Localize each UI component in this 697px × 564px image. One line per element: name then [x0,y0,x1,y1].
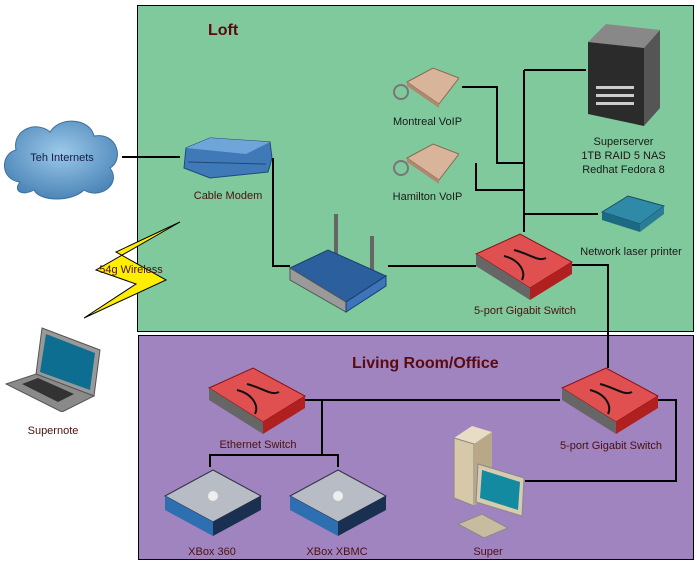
wire-xboxes [209,454,339,467]
loft-switch-label: 5-port Gigabit Switch [473,305,577,317]
wire-desktop [525,399,677,482]
server-icon [588,24,660,126]
ethernet-switch-label: Ethernet Switch [219,439,297,451]
wireless-label: 54g Wireless [99,264,163,276]
wireless-router-icon [288,214,388,313]
ethernet-switch-icon [207,367,306,434]
laptop-label: Supernote [27,425,79,437]
wireless-lightning-icon [83,221,181,319]
montreal-phone-icon [393,67,459,108]
xbox-xbmc-icon [288,469,388,536]
internet-label: Teh Internets [30,152,94,164]
wire-hamilton [475,163,524,191]
montreal-voip-label: Montreal VoIP [392,116,463,128]
printer-label: Network laser printer [580,246,682,258]
server-label-line3: Redhat Fedora 8 [582,164,665,176]
wire-loft-to-living [572,264,609,368]
hamilton-phone-icon [393,143,459,184]
zone-living-title: Living Room/Office [352,355,499,372]
wire-modem-router [272,158,290,267]
desktop-label: Super [473,546,503,558]
cable-modem-icon [183,137,273,179]
hamilton-voip-label: Hamilton VoIP [392,191,463,203]
server-label: Superserver 1TB RAID 5 NAS Redhat Fedora… [566,135,681,177]
loft-switch-icon [474,233,573,300]
xbox-360-label: XBox 360 [188,546,236,558]
cable-modem-label: Cable Modem [193,190,263,202]
cloud-icon [4,120,118,200]
server-label-line2: 1TB RAID 5 NAS [581,150,666,162]
zone-loft-title: Loft [208,22,239,39]
wire-montreal [462,86,524,164]
desktop-computer-icon [453,426,525,539]
xbox-360-icon [163,469,263,536]
living-switch-icon [560,367,659,434]
laptop-icon [4,327,101,412]
living-switch-label: 5-port Gigabit Switch [559,440,663,452]
xbox-xbmc-label: XBox XBMC [306,546,368,558]
printer-icon [600,195,666,232]
server-label-line1: Superserver [593,136,654,148]
